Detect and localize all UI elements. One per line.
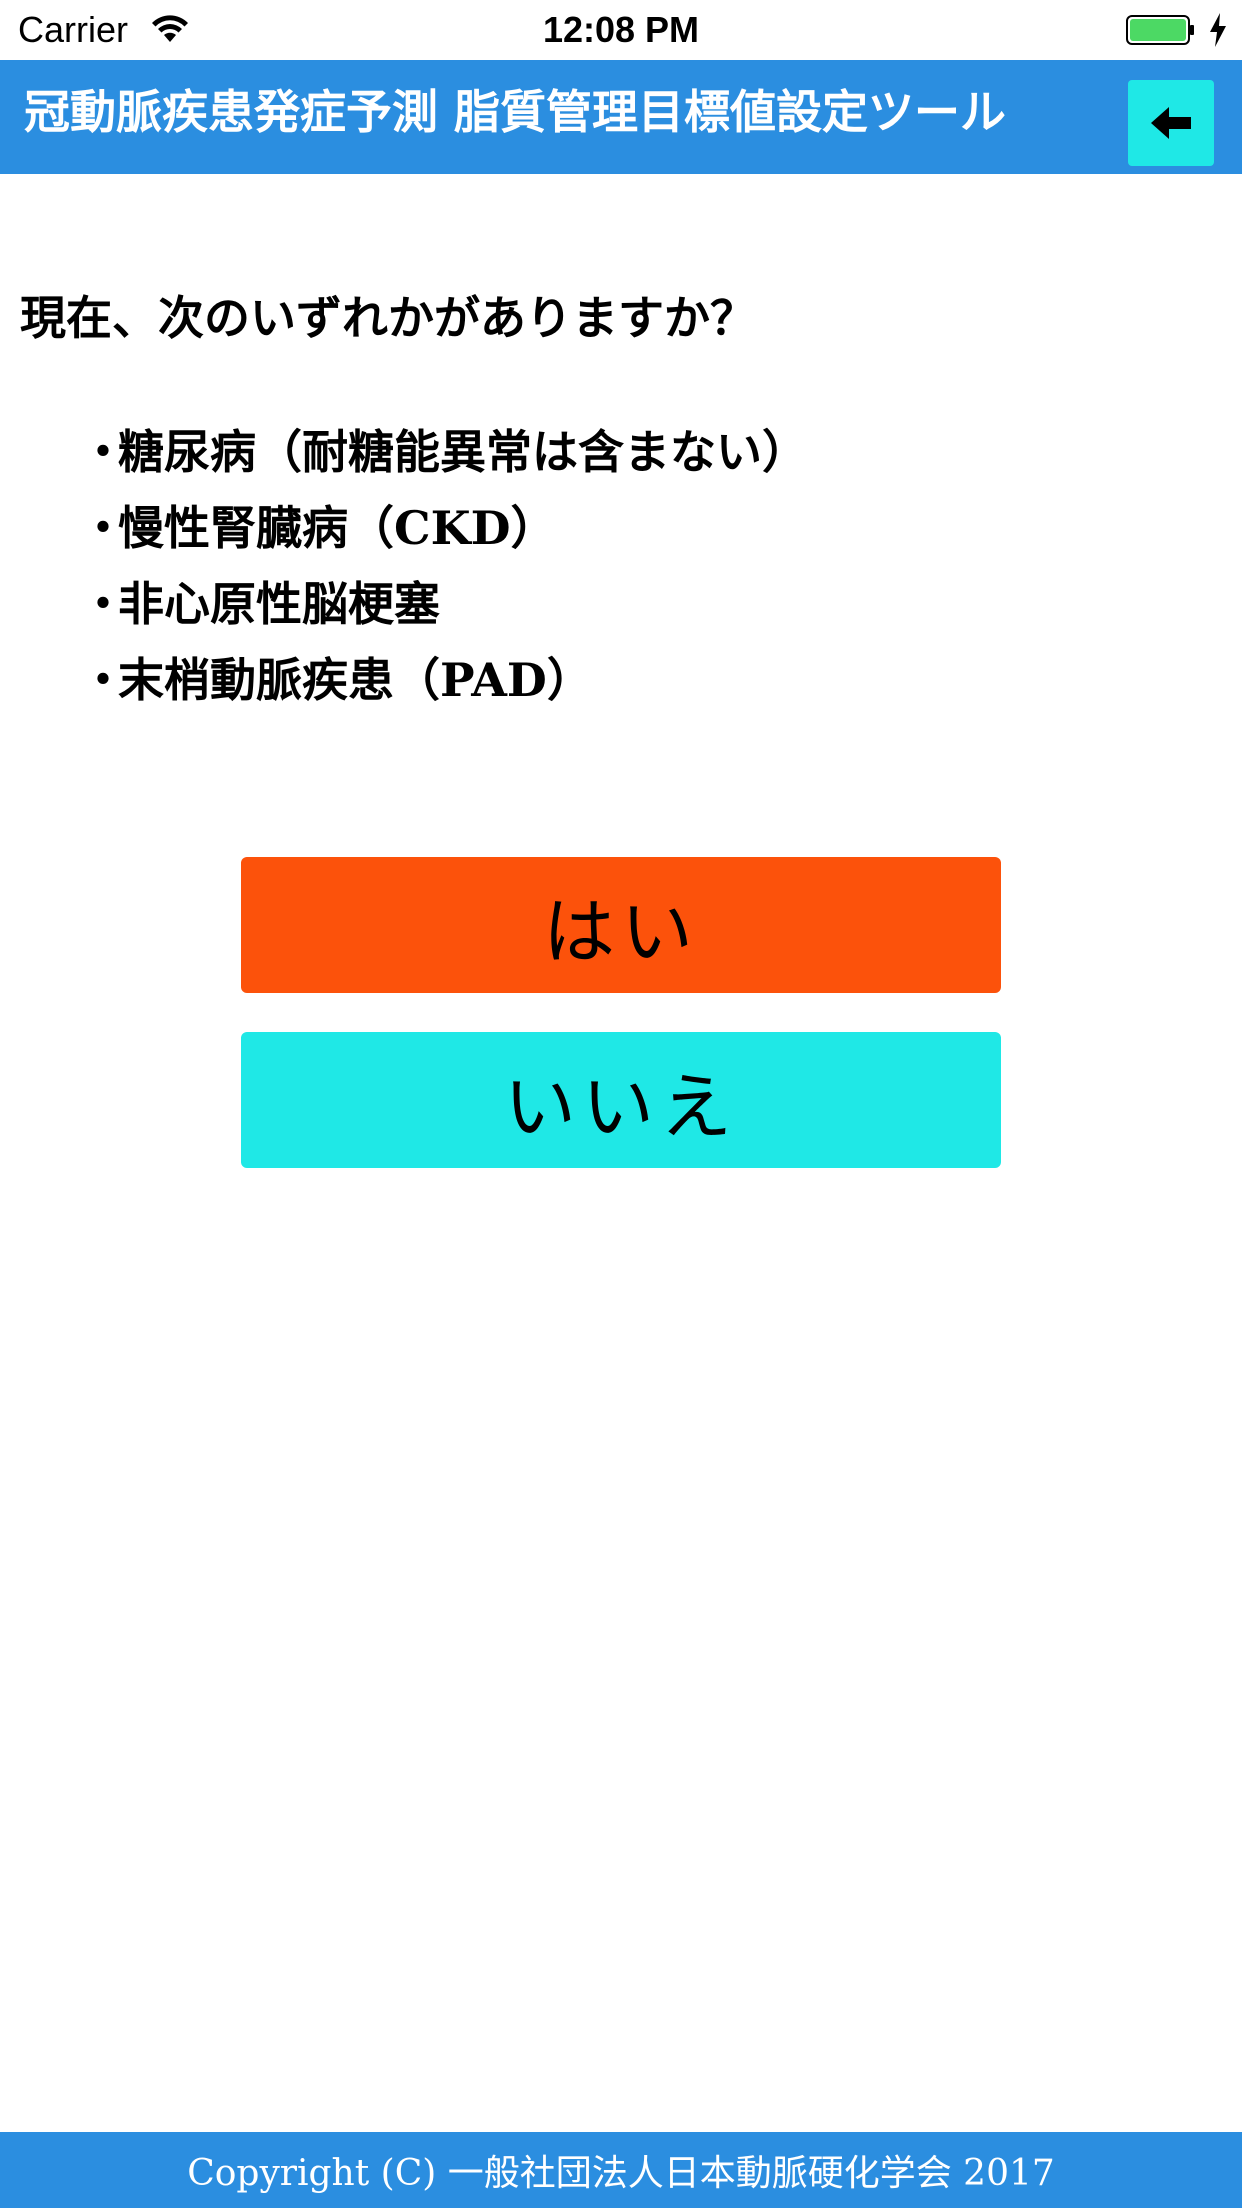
- bullet: ・: [80, 501, 126, 555]
- list-item: ・糖尿病（耐糖能異常は含まない）: [80, 414, 808, 490]
- bullet: ・: [80, 653, 126, 707]
- arrow-left-icon: [1151, 107, 1191, 139]
- list-item: ・慢性腎臓病（CKD）: [80, 490, 808, 566]
- charging-bolt-icon: [1210, 13, 1226, 47]
- no-button[interactable]: いいえ: [241, 1032, 1001, 1168]
- copyright-text: Copyright (C) 一般社団法人日本動脈硬化学会 2017: [187, 2153, 1055, 2194]
- yes-button[interactable]: はい: [241, 857, 1001, 993]
- page-title: 冠動脈疾患発症予測 脂質管理目標値設定ツール: [24, 85, 1007, 139]
- list-item: ・末梢動脈疾患（PAD）: [80, 642, 808, 718]
- question-text: 現在、次のいずれかがありますか？: [20, 291, 756, 345]
- battery-icon: [1126, 15, 1194, 45]
- footer: Copyright (C) 一般社団法人日本動脈硬化学会 2017: [0, 2132, 1242, 2208]
- condition-list: ・糖尿病（耐糖能異常は含まない） ・慢性腎臓病（CKD） ・非心原性脳梗塞 ・末…: [80, 414, 808, 718]
- condition-label: 非心原性脳梗塞: [118, 577, 440, 631]
- condition-label: 糖尿病（耐糖能異常は含まない）: [118, 425, 808, 479]
- bullet: ・: [80, 425, 126, 479]
- carrier-label: Carrier: [18, 9, 129, 50]
- wifi-icon: [152, 15, 188, 42]
- back-button[interactable]: [1128, 80, 1214, 166]
- condition-label: 末梢動脈疾患（PAD）: [118, 653, 593, 707]
- bullet: ・: [80, 577, 126, 631]
- app-header: 冠動脈疾患発症予測 脂質管理目標値設定ツール: [0, 60, 1242, 174]
- list-item: ・非心原性脳梗塞: [80, 566, 808, 642]
- condition-label: 慢性腎臓病（CKD）: [118, 501, 557, 555]
- status-bar: Carrier 12:08 PM: [0, 0, 1242, 60]
- status-time: 12:08 PM: [542, 9, 700, 50]
